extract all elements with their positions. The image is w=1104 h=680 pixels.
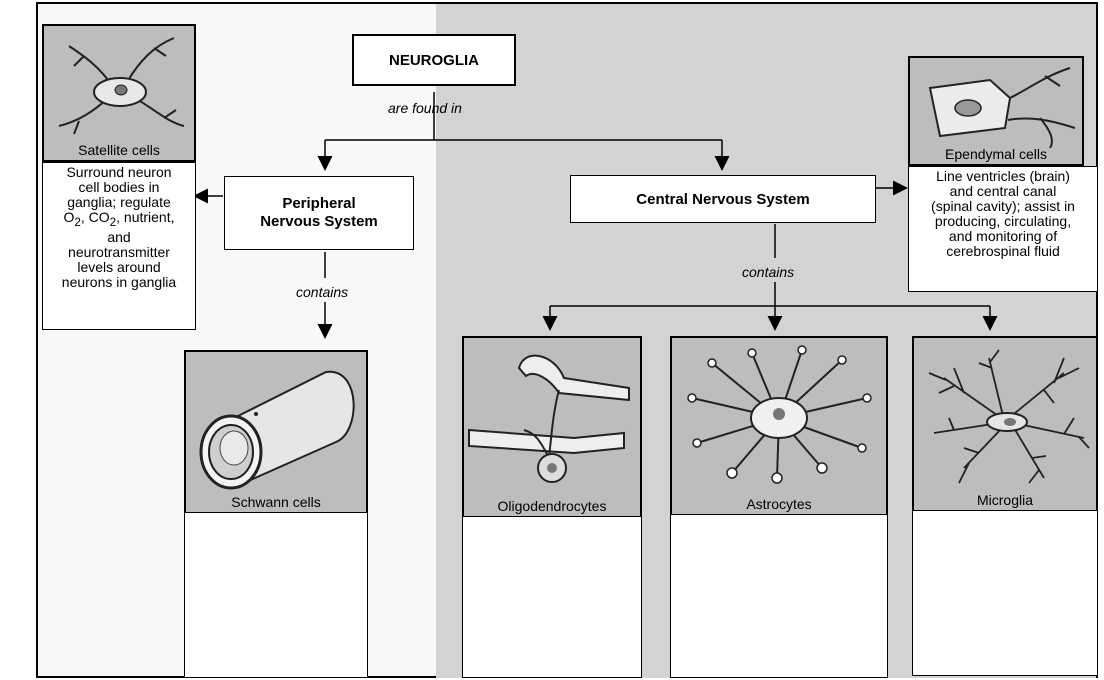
satellite-desc-line1: Surround neuron bbox=[46, 165, 192, 180]
root-label: NEUROGLIA bbox=[389, 52, 479, 69]
satellite-cell-illustration bbox=[44, 26, 194, 144]
pns-title-line2: Nervous System bbox=[260, 213, 378, 231]
astrocytes-panel: Astrocytes bbox=[670, 336, 888, 516]
edge-label-found-in: are found in bbox=[388, 100, 462, 116]
pns-node: Peripheral Nervous System bbox=[224, 176, 414, 250]
astrocytes-answer-box[interactable] bbox=[670, 514, 888, 678]
schwann-cells-label: Schwann cells bbox=[186, 494, 366, 510]
schwann-cell-panel: Schwann cells bbox=[184, 350, 368, 514]
satellite-desc-line2: cell bodies in bbox=[46, 180, 192, 195]
oligodendrocytes-panel: Oligodendrocytes bbox=[462, 336, 642, 518]
ependymal-cell-illustration bbox=[910, 58, 1082, 148]
oligodendrocytes-label: Oligodendrocytes bbox=[464, 498, 640, 514]
ependymal-cells-label: Ependymal cells bbox=[910, 146, 1082, 162]
satellite-desc-line8: neurons in ganglia bbox=[46, 275, 192, 290]
ependymal-desc-line2: and central canal bbox=[912, 184, 1094, 199]
ependymal-desc-line6: cerebrospinal fluid bbox=[912, 244, 1094, 259]
edge-label-cns-contains: contains bbox=[742, 264, 794, 280]
satellite-cell-panel: Satellite cells bbox=[42, 24, 196, 162]
satellite-desc-line3: ganglia; regulate bbox=[46, 195, 192, 210]
ependymal-cell-panel: Ependymal cells bbox=[908, 56, 1084, 166]
satellite-cells-label: Satellite cells bbox=[44, 142, 194, 158]
microglia-answer-box[interactable] bbox=[912, 510, 1098, 676]
ependymal-desc-line5: and monitoring of bbox=[912, 229, 1094, 244]
satellite-desc-line7: levels around bbox=[46, 260, 192, 275]
cns-title: Central Nervous System bbox=[636, 191, 809, 208]
root-node: NEUROGLIA bbox=[352, 34, 516, 86]
edge-label-pns-contains: contains bbox=[296, 284, 348, 300]
ependymal-cells-description: Line ventricles (brain) and central cana… bbox=[908, 166, 1098, 292]
astrocytes-label: Astrocytes bbox=[672, 496, 886, 512]
schwann-cell-illustration bbox=[186, 352, 366, 492]
satellite-desc-line5: and bbox=[46, 230, 192, 245]
satellite-cells-description: Surround neuron cell bodies in ganglia; … bbox=[42, 162, 196, 330]
cns-node: Central Nervous System bbox=[570, 175, 876, 223]
pns-title-line1: Peripheral bbox=[282, 195, 355, 213]
astrocytes-illustration bbox=[672, 338, 886, 496]
oligodendrocytes-answer-box[interactable] bbox=[462, 516, 642, 678]
schwann-answer-box[interactable] bbox=[184, 512, 368, 678]
ependymal-desc-line1: Line ventricles (brain) bbox=[912, 169, 1094, 184]
microglia-illustration bbox=[914, 338, 1096, 490]
ependymal-desc-line4: producing, circulating, bbox=[912, 214, 1094, 229]
ependymal-desc-line3: (spinal cavity); assist in bbox=[912, 199, 1094, 214]
satellite-desc-line6: neurotransmitter bbox=[46, 245, 192, 260]
microglia-panel: Microglia bbox=[912, 336, 1098, 512]
satellite-desc-line4: O2, CO2, nutrient, bbox=[46, 210, 192, 230]
microglia-label: Microglia bbox=[914, 492, 1096, 508]
oligodendrocytes-illustration bbox=[464, 338, 640, 498]
